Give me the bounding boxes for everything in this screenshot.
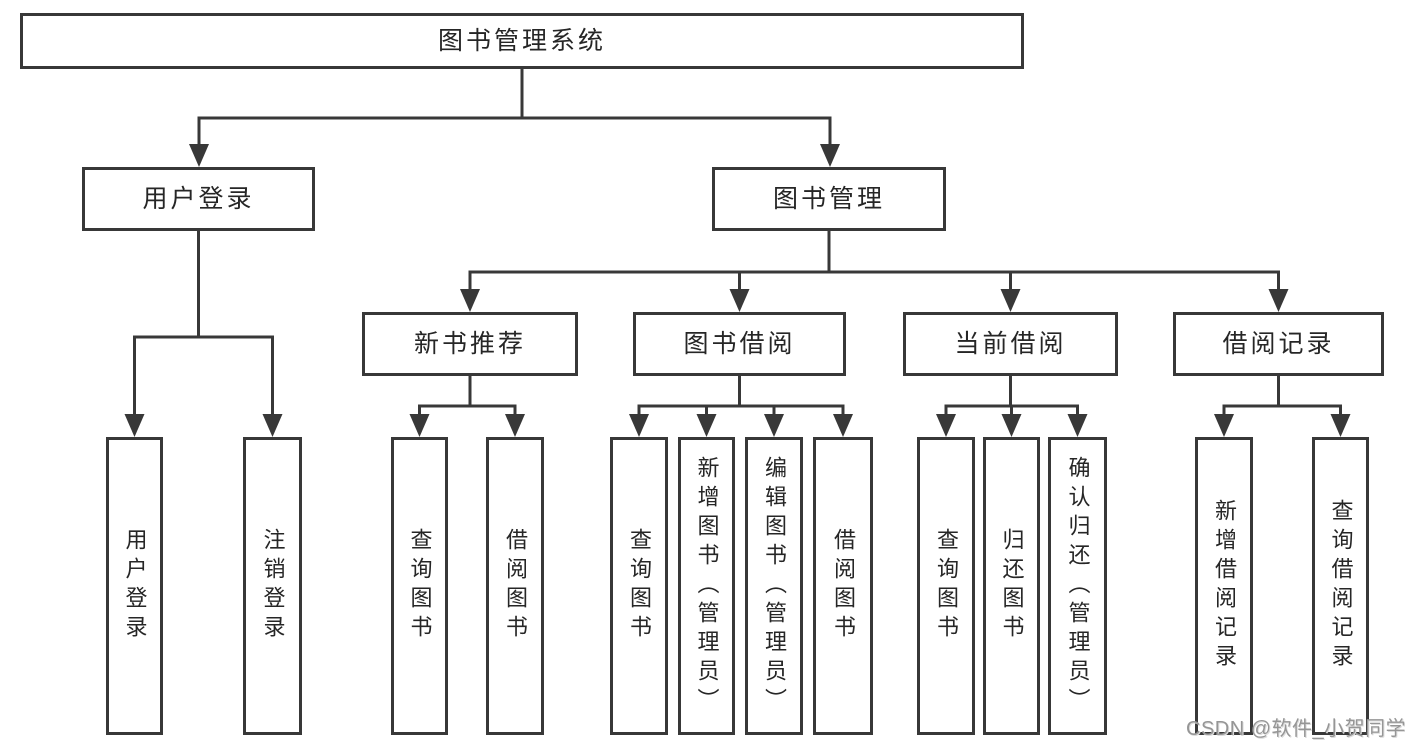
leaf-query-books-borrow-label: 查询图书 — [627, 528, 652, 644]
leaf-return-books-label: 归还图书 — [999, 528, 1025, 644]
leaf-query-books-current: 查询图书 — [917, 437, 975, 735]
leaf-edit-books-admin: 编辑图书（管理员） — [745, 437, 803, 735]
leaf-add-books-admin-label: 新增图书（管理员） — [694, 455, 720, 717]
node-borrow-records: 借阅记录 — [1173, 312, 1384, 376]
node-book-management-label: 图书管理 — [772, 184, 885, 213]
leaf-query-borrow-record-label: 查询借阅记录 — [1328, 499, 1354, 673]
leaf-borrow-books-borrow-label: 借阅图书 — [831, 528, 856, 644]
node-book-management: 图书管理 — [712, 167, 946, 231]
node-new-book-recommend: 新书推荐 — [362, 312, 578, 376]
leaf-query-books-borrow: 查询图书 — [610, 437, 668, 735]
connector-rails — [133, 69, 1342, 432]
leaf-edit-books-admin-label: 编辑图书（管理员） — [762, 455, 787, 717]
node-book-borrow: 图书借阅 — [633, 312, 846, 376]
leaf-query-books-recommend: 查询图书 — [391, 437, 448, 735]
leaf-add-borrow-record: 新增借阅记录 — [1195, 437, 1253, 735]
leaf-confirm-return-admin-label: 确认归还（管理员） — [1065, 455, 1091, 717]
node-current-borrow: 当前借阅 — [903, 312, 1118, 376]
node-borrow-records-label: 借阅记录 — [1222, 329, 1335, 358]
node-root-label: 图书管理系统 — [437, 26, 606, 55]
leaf-logout-label: 注销登录 — [260, 528, 286, 644]
leaf-confirm-return-admin: 确认归还（管理员） — [1048, 437, 1107, 735]
leaf-return-books: 归还图书 — [983, 437, 1040, 735]
node-user-login: 用户登录 — [82, 167, 315, 231]
leaf-query-books-current-label: 查询图书 — [934, 528, 959, 644]
node-current-borrow-label: 当前借阅 — [954, 329, 1067, 358]
node-book-borrow-label: 图书借阅 — [683, 329, 796, 358]
leaf-borrow-books-recommend: 借阅图书 — [486, 437, 544, 735]
node-new-book-recommend-label: 新书推荐 — [413, 329, 526, 358]
leaf-user-login: 用户登录 — [106, 437, 163, 735]
watermark: CSDN @软件_小贺同学 — [1186, 718, 1405, 740]
leaf-query-borrow-record: 查询借阅记录 — [1312, 437, 1369, 735]
leaf-borrow-books-recommend-label: 借阅图书 — [503, 528, 528, 644]
leaf-query-books-recommend-label: 查询图书 — [407, 528, 433, 644]
node-root: 图书管理系统 — [20, 13, 1024, 69]
leaf-borrow-books-borrow: 借阅图书 — [813, 437, 873, 735]
leaf-add-books-admin: 新增图书（管理员） — [678, 437, 735, 735]
leaf-user-login-label: 用户登录 — [122, 528, 148, 644]
arrow-down-icons — [124, 144, 1351, 437]
node-user-login-label: 用户登录 — [142, 184, 255, 213]
leaf-logout: 注销登录 — [243, 437, 302, 735]
leaf-add-borrow-record-label: 新增借阅记录 — [1212, 499, 1237, 673]
